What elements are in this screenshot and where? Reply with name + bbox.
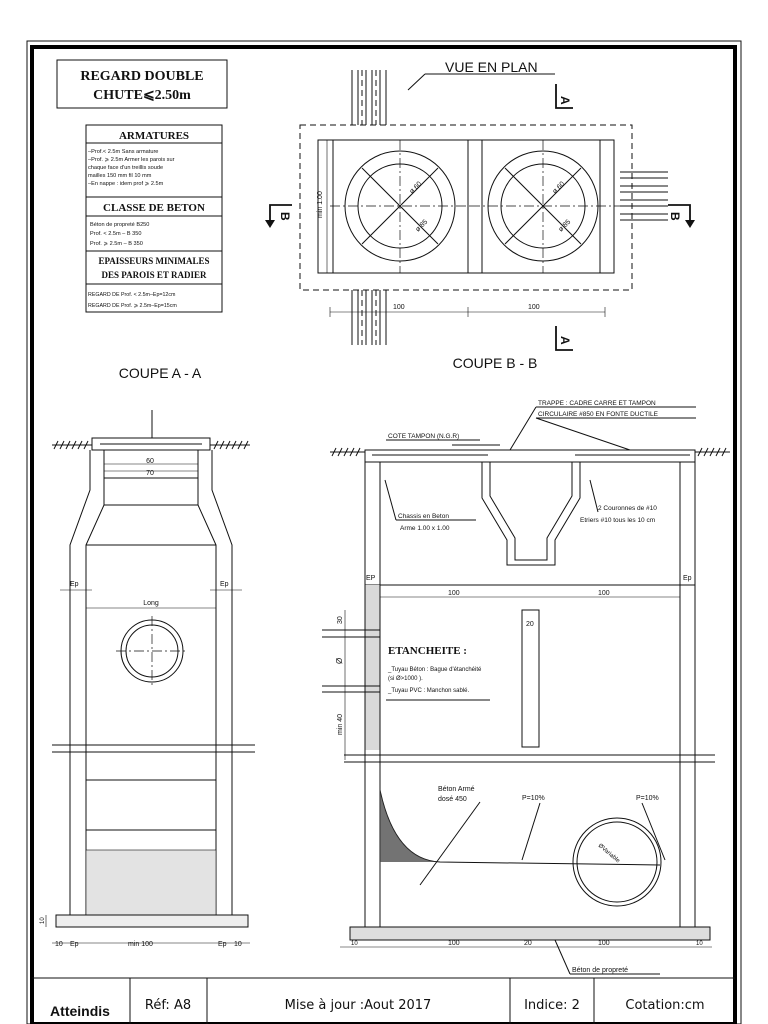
section-a-a: COUPE A - A 60 70 Ep Ep xyxy=(40,365,255,948)
couronnes-line-2: Etriers #10 tous les 10 cm xyxy=(580,517,655,524)
variable-label: ØVariable xyxy=(597,843,621,865)
dim-10: 10 xyxy=(55,941,63,948)
plan-dia-inner: ø 60 xyxy=(408,180,423,195)
dim-100: 100 xyxy=(598,590,610,597)
cote-tampon: COTE TAMPON (N.G.R) xyxy=(388,433,459,440)
cotation-cell: Cotation:cm xyxy=(625,998,704,1013)
wall-hatch xyxy=(365,585,380,750)
armatures-line: mailles 150 mm fil 10 mm xyxy=(88,173,152,179)
dim-10: 10 xyxy=(351,941,358,947)
outlet-pipe-inner xyxy=(576,821,658,903)
coupe-aa-title: COUPE A - A xyxy=(119,365,202,381)
armatures-header: ARMATURES xyxy=(119,130,189,142)
plan-dia-outer: ø 85 xyxy=(557,218,572,233)
beton-arme-2: dosé 450 xyxy=(438,796,467,803)
dim-10: 10 xyxy=(234,941,242,948)
ep-label: EP xyxy=(366,575,376,582)
couronnes-line-1: 2 Couronnes de #10 xyxy=(598,505,657,512)
plan-dim-100: 100 xyxy=(393,304,405,311)
inner-frame xyxy=(30,45,737,1024)
title-line-2: CHUTE⩽2.50m xyxy=(93,88,191,103)
etancheite-line: _Tuyau Béton : Bague d'étanchéité xyxy=(387,667,482,673)
bottom-slab xyxy=(349,926,711,941)
ep-label: Ep xyxy=(70,941,79,948)
coupe-bb-title: COUPE B - B xyxy=(453,355,538,371)
dim-100: 100 xyxy=(448,590,460,597)
gravel-fill xyxy=(85,849,217,916)
pente-right: P=10% xyxy=(636,795,659,802)
long-label: Long xyxy=(143,600,159,607)
foundation-slab xyxy=(55,914,249,928)
footer: Atteindis Réf: A8 Mise à jour :Aout 2017… xyxy=(32,977,735,1024)
trappe-line-1: TRAPPE : CADRE CARRE ET TAMPON xyxy=(538,400,656,407)
phi-label: Ø xyxy=(335,658,344,664)
ep-label: Ep xyxy=(70,581,79,588)
title-box: REGARD DOUBLE CHUTE⩽2.50m xyxy=(56,59,228,109)
armatures-line: –Prof. ⩾ 2.5m Armer les parois sur xyxy=(88,157,175,163)
ep-label: Ep xyxy=(220,581,229,588)
plan-dim-100: 100 xyxy=(528,304,540,311)
section-marker-b-right: B xyxy=(668,204,695,228)
armatures-line: –En nappe : idem prof ⩾ 2.5m xyxy=(88,181,164,187)
dim-10: 10 xyxy=(40,917,46,924)
plan-dia-inner: ø 60 xyxy=(551,180,566,195)
etancheite-header: ETANCHEITE : xyxy=(388,645,467,657)
section-marker-a-top: A xyxy=(555,84,573,109)
chassis-line-2: Arme 1.00 x 1.00 xyxy=(400,525,450,532)
ep-label: Ep xyxy=(218,941,227,948)
beton-header: CLASSE DE BETON xyxy=(103,202,205,214)
ref-cell: Réf: A8 xyxy=(145,998,191,1013)
chassis-line-1: Chassis en Beton xyxy=(398,513,449,520)
plan-title: VUE EN PLAN xyxy=(445,59,538,75)
ep-label: Ep xyxy=(683,575,692,582)
min40-label: min 40 xyxy=(337,714,344,735)
section-marker-b-left: B xyxy=(265,204,292,228)
plan-dia-outer: ø 85 xyxy=(414,218,429,233)
armatures-line: chaque face d'un treillis soude xyxy=(88,165,163,171)
svg-text:B: B xyxy=(278,212,292,221)
beton-proprete: Béton de propreté xyxy=(572,967,628,974)
pente-left: P=10% xyxy=(522,795,545,802)
update-cell: Mise à jour :Aout 2017 xyxy=(285,998,432,1013)
indice-cell: Indice: 2 xyxy=(524,998,580,1013)
dim-100: 100 xyxy=(448,940,460,947)
beton-line: Prof. ⩾ 2.5m – B 350 xyxy=(90,241,143,247)
beton-arme-1: Béton Armé xyxy=(438,786,475,793)
dim-100: 100 xyxy=(598,940,610,947)
svg-text:A: A xyxy=(558,96,572,105)
outlet-pipe-outer xyxy=(572,817,662,907)
epaisseurs-line: REGARD DE Prof. ⩾ 2.5m–Ep=15cm xyxy=(88,303,177,309)
min-100-label: min 100 xyxy=(128,941,153,948)
section-b-b: COUPE B - B TRAPPE : CADRE CARRE ET TAMP… xyxy=(322,355,730,975)
trappe-line-2: CIRCULAIRE #850 EN FONTE DUCTILE xyxy=(538,411,659,418)
epaisseurs-header-2: DES PAROIS ET RADIER xyxy=(102,270,207,280)
plan-min-dim: min 1.00 xyxy=(317,191,324,218)
spec-table: ARMATURES –Prof.< 2.5m Sans armature –Pr… xyxy=(85,124,223,313)
epaisseurs-line: REGARD DE Prof. < 2.5m–Ep=12cm xyxy=(88,292,176,298)
plan-view: VUE EN PLAN xyxy=(265,59,695,351)
title-line-1: REGARD DOUBLE xyxy=(80,69,203,84)
dim-70: 70 xyxy=(146,470,154,477)
svg-text:B: B xyxy=(668,212,682,221)
svg-text:A: A xyxy=(558,336,572,345)
epaisseurs-header-1: EPAISSEURS MINIMALES xyxy=(98,256,209,266)
outer-frame xyxy=(26,40,742,1024)
dim-20: 20 xyxy=(524,940,532,947)
drop-pipe xyxy=(521,609,540,748)
dim-60: 60 xyxy=(146,458,154,465)
benching-hatch xyxy=(380,790,440,862)
dim-30: 30 xyxy=(337,616,344,624)
beton-line: Prof. < 2.5m – B 350 xyxy=(90,231,141,237)
armatures-line: –Prof.< 2.5m Sans armature xyxy=(88,149,158,155)
etancheite-line: (si Ø>1000 ). xyxy=(388,676,423,682)
company-logo: Atteindis xyxy=(50,1003,110,1019)
beton-line: Béton de propreté B250 xyxy=(90,222,149,228)
dim-10: 10 xyxy=(696,941,703,947)
dim-20: 20 xyxy=(526,621,534,628)
etancheite-line: _Tuyau PVC : Manchon sablé. xyxy=(387,688,469,694)
section-marker-a-bottom: A xyxy=(555,326,573,351)
